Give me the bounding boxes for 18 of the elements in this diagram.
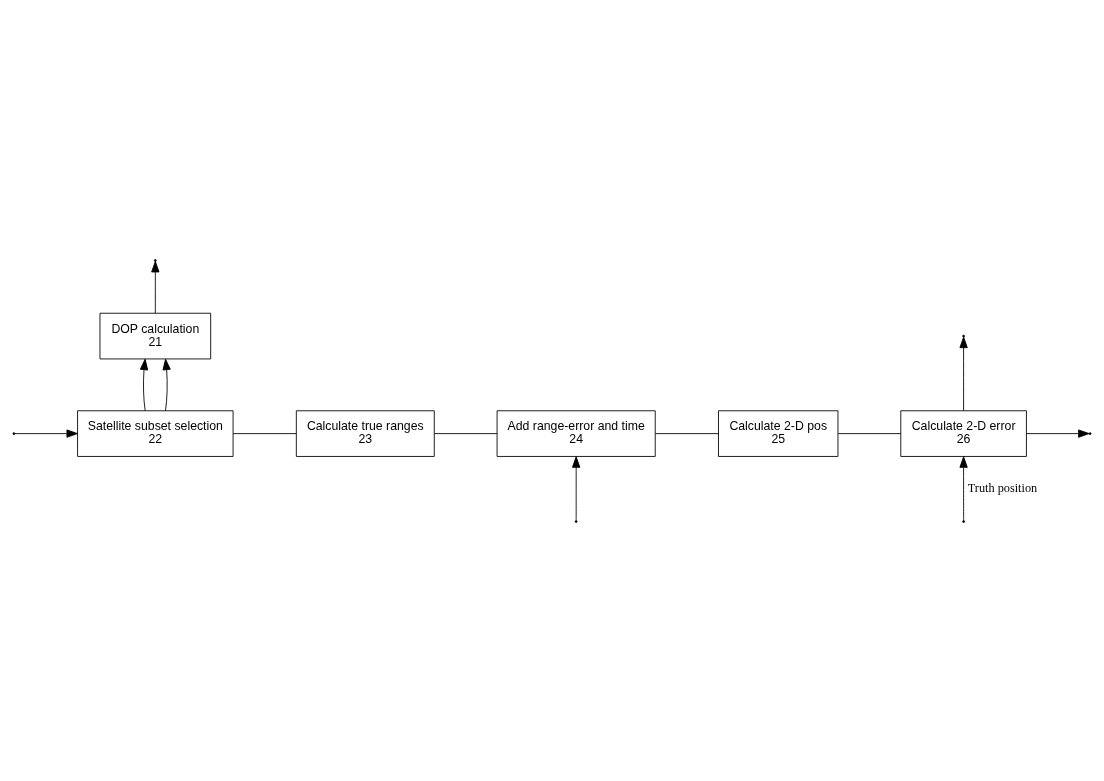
node-box: Calculate 2-D pos 25 xyxy=(718,409,839,457)
node-box: Add range-error and time 24 xyxy=(496,409,656,457)
arrow xyxy=(151,260,160,313)
connector xyxy=(837,432,902,434)
arrow xyxy=(139,358,149,411)
arrow xyxy=(959,455,968,521)
arrow xyxy=(572,455,581,521)
edge-label: Truth position xyxy=(967,480,1038,495)
arrow xyxy=(1026,429,1090,438)
node-box: Satellite subset selection 22 xyxy=(77,409,234,457)
connector xyxy=(434,432,498,434)
connector xyxy=(232,432,297,434)
connector xyxy=(655,432,719,434)
node-box: Calculate true ranges 23 xyxy=(295,409,435,457)
arrow xyxy=(162,358,171,411)
node-box: DOP calculation 21 xyxy=(99,312,212,359)
node-box: Calculate 2-D error 26 xyxy=(900,409,1027,457)
arrow xyxy=(14,429,78,438)
